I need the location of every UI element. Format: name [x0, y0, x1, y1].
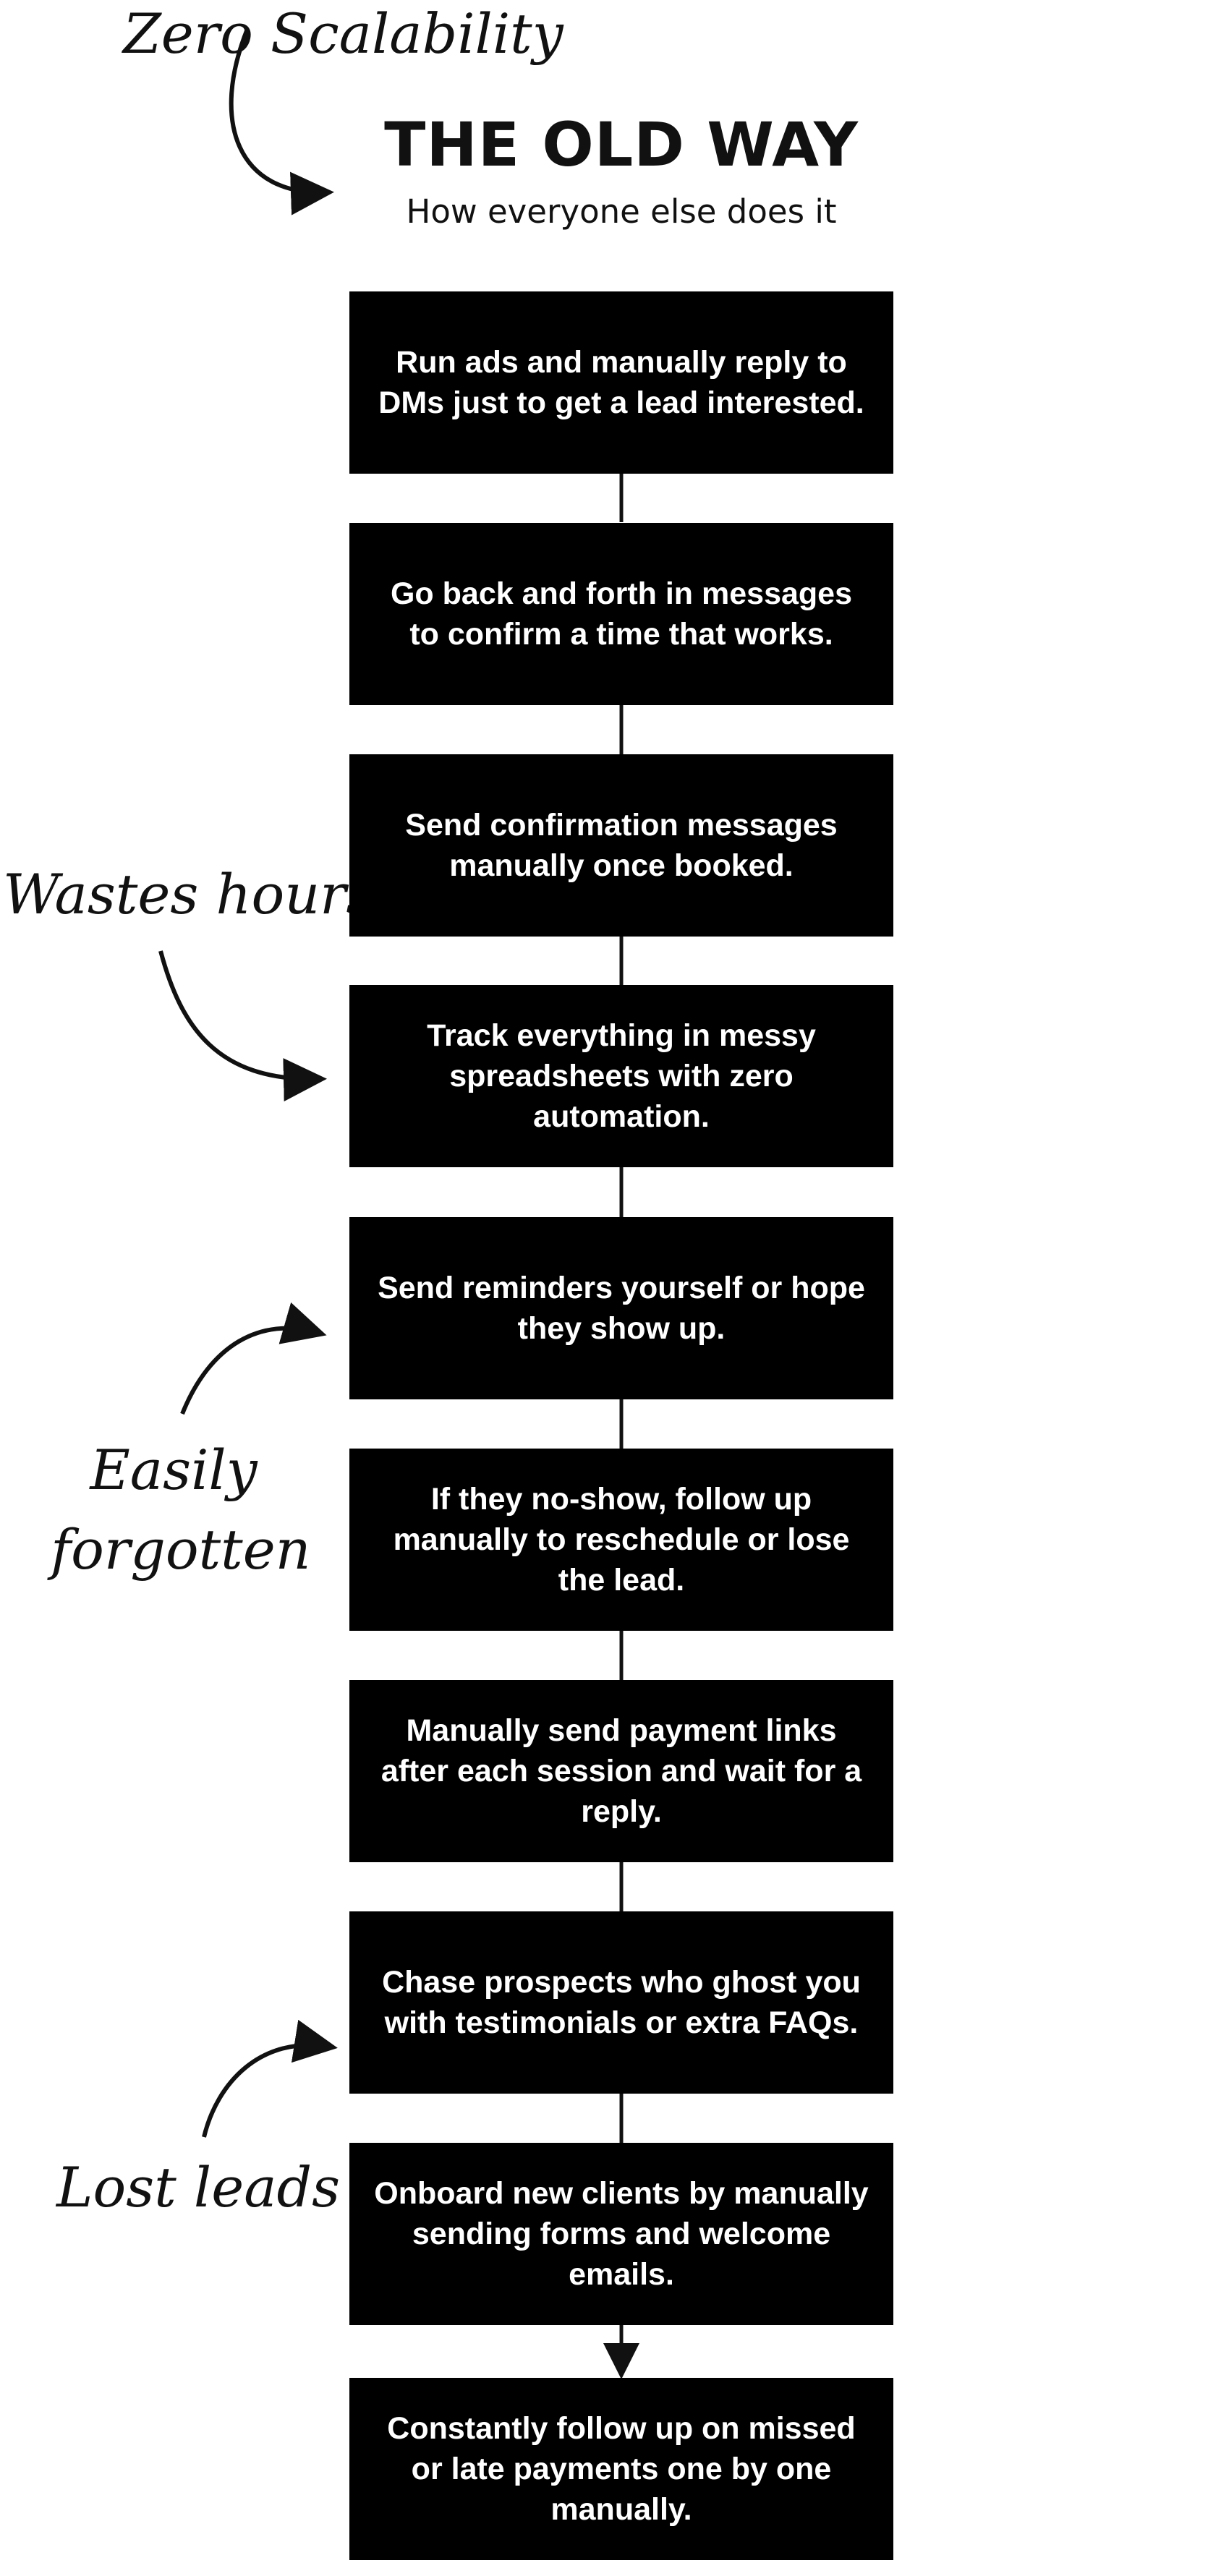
flow-step-4: Track everything in messy spreadsheets w… [349, 985, 893, 1167]
annotation-lost-leads: Lost leads [56, 2155, 341, 2219]
flow-step-text: Go back and forth in messages to confirm… [390, 576, 852, 652]
flow-step-3: Send confirmation messages manually once… [349, 754, 893, 937]
flow-step-5: Send reminders yourself or hope they sho… [349, 1217, 893, 1399]
flow-step-text: Track everything in messy spreadsheets w… [427, 1018, 816, 1134]
flow-step-text: Send confirmation messages manually once… [405, 808, 838, 883]
flow-step-6: If they no-show, follow up manually to r… [349, 1449, 893, 1631]
flow-step-2: Go back and forth in messages to confirm… [349, 523, 893, 705]
page-title: THE OLD WAY [384, 109, 859, 180]
flow-step-text: Onboard new clients by manually sending … [374, 2176, 869, 2292]
annotation-easily-forgotten: Easily forgotten [51, 1438, 311, 1582]
flow-step-text: Run ads and manually reply to DMs just t… [378, 345, 864, 420]
flow-step-text: Manually send payment links after each s… [380, 1713, 862, 1829]
flow-step-9: Onboard new clients by manually sending … [349, 2143, 893, 2325]
flow-step-text: If they no-show, follow up manually to r… [393, 1482, 850, 1598]
lost-leads-arrow [202, 2019, 338, 2138]
flow-step-text: Send reminders yourself or hope they sho… [378, 1271, 865, 1346]
easily-forgotten-arrow [180, 1302, 327, 1415]
annotation-wastes-hours: Wastes hours [3, 862, 375, 926]
wastes-hours-arrow [158, 950, 327, 1101]
annotation-zero-scalability: Zero Scalability [123, 1, 563, 66]
flow-step-text: Constantly follow up on missed or late p… [387, 2411, 856, 2527]
flow-step-text: Chase prospects who ghost you with testi… [382, 1965, 861, 2040]
flow-step-8: Chase prospects who ghost you with testi… [349, 1911, 893, 2094]
flow-step-10: Constantly follow up on missed or late p… [349, 2378, 893, 2560]
page-subtitle: How everyone else does it [406, 192, 837, 231]
flow-step-7: Manually send payment links after each s… [349, 1680, 893, 1862]
flow-step-1: Run ads and manually reply to DMs just t… [349, 291, 893, 474]
